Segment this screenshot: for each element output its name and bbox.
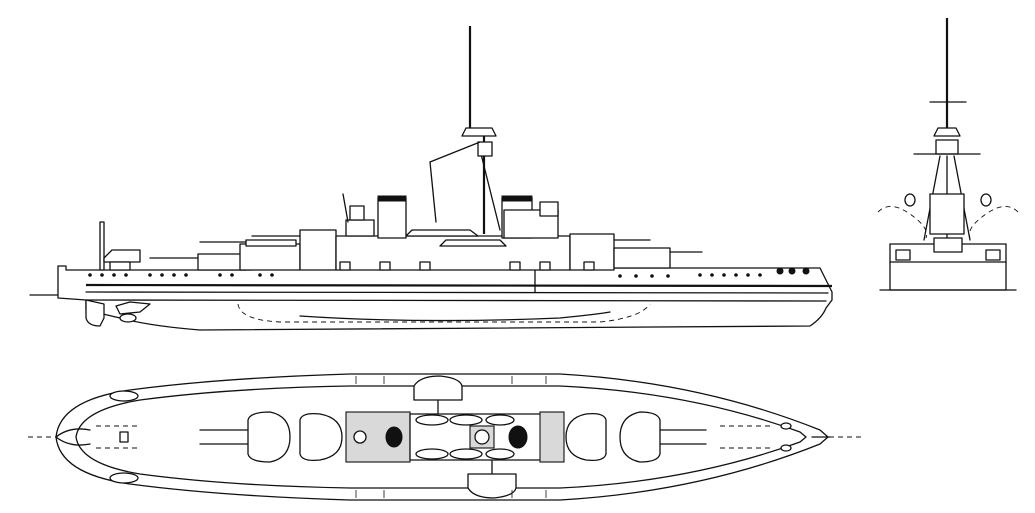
ensign-staff [99, 221, 105, 271]
deck-hatch [509, 261, 521, 271]
waterline-hull [85, 299, 827, 302]
forward-superstructure-plan [539, 411, 565, 463]
plan-deck-edge [75, 385, 807, 489]
crane-cable [429, 161, 437, 223]
end-view-fighting-top [933, 127, 961, 137]
rudder [85, 299, 105, 327]
stern-walk [96, 425, 140, 449]
turret-aft-2 [299, 412, 343, 462]
aft-boat [103, 249, 141, 263]
wing-turret-bottom [467, 473, 517, 499]
boat-crane [429, 141, 481, 163]
boats-plan [415, 414, 515, 460]
midship-boat-1 [405, 229, 479, 237]
armor-belt [85, 283, 833, 288]
aft-deckhouse [109, 261, 131, 271]
boot-topping [85, 291, 829, 294]
fore-funnel-plan [508, 425, 528, 449]
turret-fore-2 [619, 411, 707, 463]
end-view-casemate-right [985, 249, 1001, 261]
side-profile-view [29, 26, 833, 331]
aft-turret-hood [245, 239, 297, 247]
end-view-turret [933, 237, 963, 253]
searchlight-platform [349, 205, 365, 221]
turret-fore-1 [565, 412, 607, 462]
fighting-top [461, 127, 497, 137]
anchor-top [780, 422, 792, 430]
deck-hatch [419, 261, 431, 271]
portholes [88, 267, 810, 278]
deck-stanchions [355, 376, 547, 498]
mast-base [353, 430, 367, 444]
plan-view [28, 373, 862, 501]
stern-boat-bottom [109, 472, 139, 484]
propeller-shaft [115, 301, 151, 315]
end-view-spotting-top [935, 139, 959, 155]
aft-turret [197, 253, 247, 271]
spotting-top [477, 141, 493, 157]
fore-funnel-cap [501, 195, 533, 202]
anchor-bottom [780, 444, 792, 452]
aft-funnel-plan [385, 426, 403, 448]
end-view-casemate-left [895, 249, 911, 261]
torpedo-bulge [237, 303, 651, 323]
turret-aft-1 [199, 411, 291, 463]
aft-derrick [342, 193, 349, 223]
searchlight-left [904, 193, 916, 207]
conning-tower [539, 201, 559, 217]
bow-end-view [877, 18, 1019, 291]
deck-hatch [339, 261, 351, 271]
hull [57, 265, 833, 331]
after-turret-2 [299, 229, 337, 271]
deck-hatch [539, 261, 551, 271]
wing-turret-top [413, 375, 463, 401]
propeller [119, 313, 137, 323]
tripod-leg [479, 149, 501, 231]
searchlight-arc-right [968, 206, 1019, 239]
aft-superstructure [239, 243, 301, 271]
after-bridge [345, 219, 375, 237]
stern-capstan [119, 431, 129, 443]
searchlight-right [980, 193, 992, 207]
stern-curve [55, 428, 91, 438]
stern-boat-top [109, 390, 139, 402]
end-view-bridge [929, 193, 965, 235]
deck-hatch [583, 261, 595, 271]
midship-boat-2 [439, 239, 507, 247]
searchlight-arc-left [877, 206, 928, 239]
deck-hatch [379, 261, 391, 271]
tripod-plan [474, 429, 490, 445]
aft-funnel [377, 197, 407, 239]
aft-funnel-cap [377, 195, 407, 202]
keel-line [299, 311, 611, 322]
stern-curve [55, 436, 91, 446]
fore-turret-2 [613, 247, 671, 269]
